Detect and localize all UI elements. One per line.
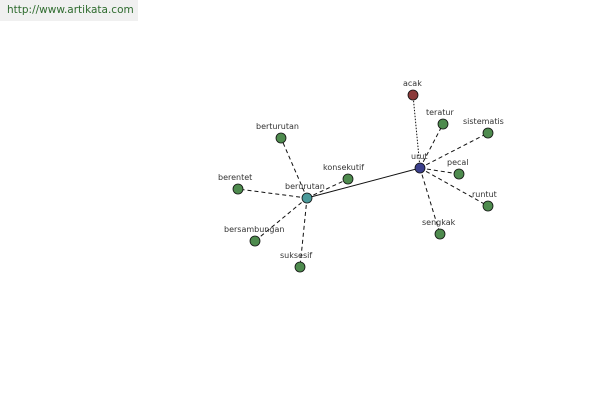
node-dot-bersambungan[interactable]	[249, 235, 261, 247]
node-suksesif[interactable]: suksesif	[280, 251, 312, 273]
node-dot-berentet[interactable]	[232, 183, 244, 195]
edge-berurutan-berentet	[237, 188, 308, 199]
source-url-link[interactable]: http://www.artikata.com	[7, 4, 134, 16]
node-urut[interactable]: urut	[411, 152, 428, 174]
edge-urut-sistematis	[419, 132, 489, 169]
edges-layer	[237, 94, 489, 268]
node-dot-teratur[interactable]	[437, 118, 449, 130]
node-dot-sistematis[interactable]	[482, 127, 494, 139]
node-label-urut: urut	[411, 152, 428, 161]
node-runtut[interactable]: runtut	[472, 190, 497, 212]
node-label-sistematis: sistematis	[463, 117, 504, 126]
node-berentet[interactable]: berentet	[218, 173, 252, 195]
node-teratur[interactable]: teratur	[426, 108, 454, 130]
node-label-pecal: pecal	[447, 158, 469, 167]
node-label-bersambungan: bersambungan	[224, 225, 284, 234]
node-bersambungan[interactable]: bersambungan	[224, 225, 284, 247]
node-pecal[interactable]: pecal	[447, 158, 469, 180]
node-acak[interactable]: acak	[403, 79, 422, 101]
node-sistematis[interactable]: sistematis	[463, 117, 504, 139]
node-dot-pecal[interactable]	[453, 168, 465, 180]
node-konsekutif[interactable]: konsekutif	[323, 163, 364, 185]
node-dot-sengkak[interactable]	[434, 228, 446, 240]
source-banner: http://www.artikata.com	[0, 0, 138, 21]
node-dot-konsekutif[interactable]	[342, 173, 354, 185]
node-label-sengkak: sengkak	[422, 218, 456, 227]
edge-urut-sengkak	[419, 167, 441, 235]
nodes-layer: berurutan urut acak teratur sistematis pecal r…	[218, 79, 504, 273]
node-label-konsekutif: konsekutif	[323, 163, 364, 172]
edge-berurutan-bersambungan	[254, 197, 308, 242]
node-dot-berurutan[interactable]	[301, 192, 313, 204]
edge-urut-acak	[412, 94, 421, 169]
node-label-berurutan: berurutan	[285, 182, 325, 191]
node-label-runtut: runtut	[472, 190, 497, 199]
node-sengkak[interactable]: sengkak	[422, 218, 456, 240]
edge-berurutan-suksesif	[299, 197, 308, 268]
edge-berurutan-urut	[306, 167, 421, 199]
node-dot-urut[interactable]	[414, 162, 426, 174]
edge-urut-pecal	[419, 167, 460, 175]
node-label-berturutan: berturutan	[256, 122, 299, 131]
node-label-suksesif: suksesif	[280, 251, 312, 260]
node-berturutan[interactable]: berturutan	[256, 122, 299, 144]
node-dot-berturutan[interactable]	[275, 132, 287, 144]
edge-urut-teratur	[419, 123, 444, 169]
node-dot-acak[interactable]	[407, 89, 419, 101]
edge-urut-runtut	[419, 167, 489, 207]
node-dot-suksesif[interactable]	[294, 261, 306, 273]
edge-berurutan-berturutan	[280, 137, 308, 199]
node-label-acak: acak	[403, 79, 422, 88]
node-berurutan[interactable]: berurutan	[285, 182, 325, 204]
node-label-berentet: berentet	[218, 173, 252, 182]
node-label-teratur: teratur	[426, 108, 454, 117]
node-dot-runtut[interactable]	[482, 200, 494, 212]
edge-berurutan-konsekutif	[306, 178, 349, 199]
